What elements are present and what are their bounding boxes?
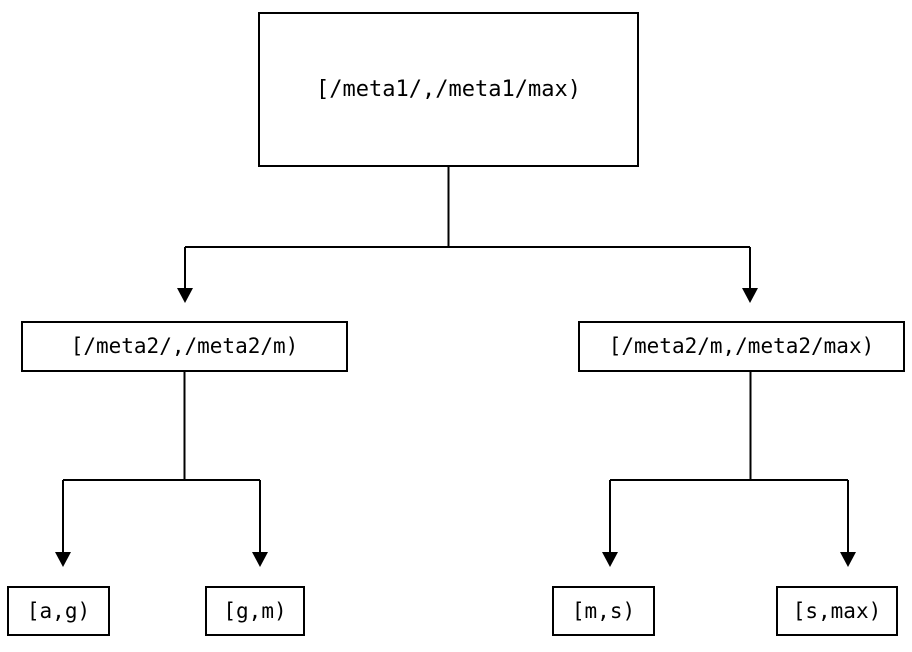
node-meta2-upper-label: [/meta2/m,/meta2/max) <box>608 334 875 358</box>
node-leaf-g-m-label: [g,m) <box>223 598 287 623</box>
arrowhead-mid-left-to-leaf2 <box>252 552 268 567</box>
arrowhead-root-to-mid-right <box>742 288 758 303</box>
node-root-meta1-range[interactable]: [/meta1/,/meta1/max) <box>258 12 639 167</box>
arrowhead-mid-right-to-leaf3 <box>602 552 618 567</box>
node-leaf-a-g-label: [a,g) <box>26 598 91 623</box>
node-leaf-g-m[interactable]: [g,m) <box>205 586 305 636</box>
node-meta2-lower-range[interactable]: [/meta2/,/meta2/m) <box>21 321 348 372</box>
node-leaf-m-s[interactable]: [m,s) <box>552 586 655 636</box>
arrowhead-mid-right-to-leaf4 <box>840 552 856 567</box>
node-leaf-a-g[interactable]: [a,g) <box>7 586 110 636</box>
node-meta2-upper-range[interactable]: [/meta2/m,/meta2/max) <box>578 321 905 372</box>
node-root-label: [/meta1/,/meta1/max) <box>316 76 581 102</box>
arrowhead-root-to-mid-left <box>177 288 193 303</box>
arrowhead-mid-left-to-leaf1 <box>55 552 71 567</box>
node-meta2-lower-label: [/meta2/,/meta2/m) <box>70 334 299 358</box>
node-leaf-m-s-label: [m,s) <box>571 598 636 623</box>
node-leaf-s-max-label: [s,max) <box>792 598 882 623</box>
node-leaf-s-max[interactable]: [s,max) <box>776 586 898 636</box>
